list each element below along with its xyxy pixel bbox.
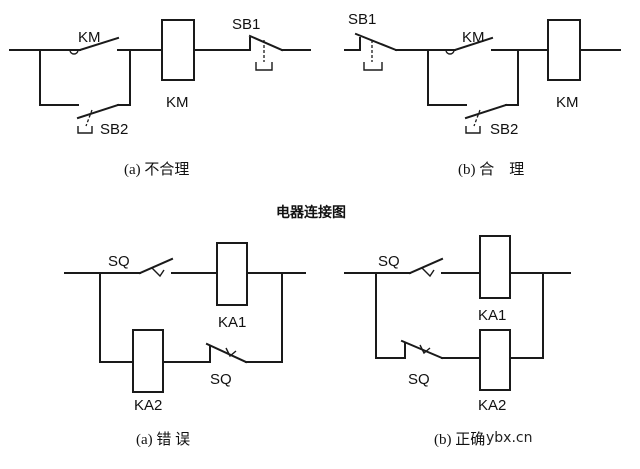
km-coil <box>547 19 581 81</box>
ka2-coil <box>479 329 511 391</box>
sq-top-label: SQ <box>378 253 400 270</box>
ka1-label: KA1 <box>218 314 246 331</box>
km-contact-label: KM <box>462 29 485 46</box>
ka2-label: KA2 <box>478 397 506 414</box>
ka1-label: KA1 <box>478 307 506 324</box>
sq-bottom-label: SQ <box>408 371 430 388</box>
km-no-contact-switch <box>445 36 494 55</box>
sb1-label: SB1 <box>348 11 376 28</box>
sq-top-label: SQ <box>108 253 130 270</box>
km-coil-label: KM <box>166 94 189 111</box>
ka1-coil <box>479 235 511 299</box>
sb1-pushbutton-switch <box>354 32 398 71</box>
sq-limit-switch-bottom <box>400 339 444 360</box>
ka2-label: KA2 <box>134 397 162 414</box>
sb2-pushbutton-switch <box>76 103 120 134</box>
caption-bottom-right: (b) 正确 <box>434 431 485 448</box>
circuit-top-right-reasonable: SB1 KM KM SB2 (b) 合 理 <box>344 11 621 178</box>
diagram-title: 电器连接图 <box>276 204 346 221</box>
km-no-contact-switch <box>69 36 120 55</box>
circuit-bottom-right-correct: SQ KA1 SQ KA2 (b) 正确 <box>344 235 571 448</box>
watermark-text: ybx.cn <box>486 430 532 446</box>
sq-limit-switch-bottom <box>205 342 248 364</box>
ka1-coil <box>216 242 248 306</box>
ka2-coil <box>132 329 164 393</box>
sq-limit-switch-top <box>408 257 444 278</box>
caption-top-right: (b) 合 理 <box>458 161 524 178</box>
caption-top-left: (a) 不合理 <box>124 161 189 178</box>
caption-bottom-left: (a) 错 误 <box>136 431 190 448</box>
sq-limit-switch-top <box>138 257 174 278</box>
circuit-bottom-left-wrong: SQ KA1 KA2 SQ (a) 错 误 <box>64 242 306 448</box>
sb2-pushbutton-switch <box>464 103 508 134</box>
sq-bottom-label: SQ <box>210 371 232 388</box>
sb2-label: SB2 <box>100 121 128 138</box>
sb2-label: SB2 <box>490 121 518 138</box>
km-coil-label: KM <box>556 94 579 111</box>
sb1-label: SB1 <box>232 16 260 33</box>
km-contact-label: KM <box>78 29 101 46</box>
km-coil <box>161 19 195 81</box>
sb1-pushbutton-switch <box>248 34 284 71</box>
circuit-top-left-unreasonable: KM KM SB1 SB2 (a) 不合理 <box>9 16 311 178</box>
